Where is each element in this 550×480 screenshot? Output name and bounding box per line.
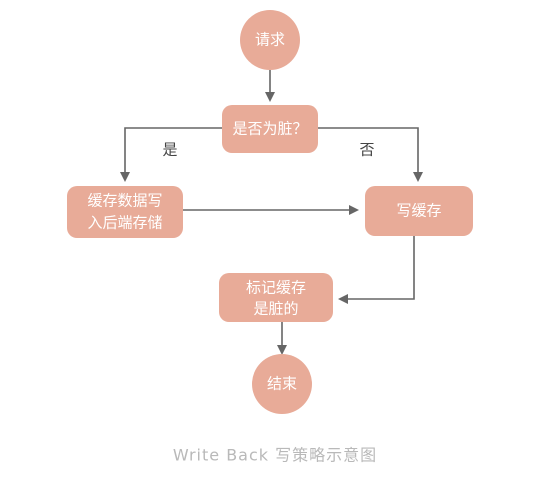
- edge-label-yes: 是: [162, 141, 177, 159]
- edge-write-cache-to-mark-dirty: [338, 236, 415, 304]
- node-end: 结束: [252, 354, 312, 414]
- edge-decision-to-write-backend: [120, 127, 222, 182]
- edges: [120, 70, 423, 355]
- node-write-cache-label: 写缓存: [396, 202, 441, 220]
- node-write-backend-label-line1: 缓存数据写: [87, 192, 162, 210]
- edge-label-no: 否: [359, 141, 374, 159]
- node-start-shape: [240, 10, 300, 70]
- node-write-backend: 缓存数据写 入后端存储: [67, 186, 183, 238]
- node-decision: 是否为脏？: [222, 105, 318, 153]
- node-write-cache: 写缓存: [365, 186, 473, 236]
- edge-labels: 是 否: [162, 141, 374, 159]
- node-mark-dirty: 标记缓存 是脏的: [219, 273, 333, 322]
- edge-decision-to-write-cache: [318, 127, 423, 182]
- node-write-backend-label-line2: 入后端存储: [87, 214, 162, 232]
- node-decision-shape: [222, 105, 318, 153]
- node-end-shape: [252, 354, 312, 414]
- node-write-backend-shape: [67, 186, 183, 238]
- node-mark-dirty-shape: [219, 273, 333, 322]
- diagram-caption: Write Back 写策略示意图: [173, 446, 377, 465]
- node-end-label: 结束: [267, 375, 297, 393]
- nodes: 请求 是否为脏？ 缓存数据写 入后端存储 写缓存 标记缓存 是脏的 结束: [67, 10, 473, 414]
- node-mark-dirty-label-line1: 标记缓存: [246, 279, 306, 297]
- node-write-cache-shape: [365, 186, 473, 236]
- node-start: 请求: [240, 10, 300, 70]
- node-start-label: 请求: [255, 31, 285, 49]
- node-mark-dirty-label-line2: 是脏的: [253, 300, 298, 318]
- node-decision-label: 是否为脏？: [232, 120, 307, 138]
